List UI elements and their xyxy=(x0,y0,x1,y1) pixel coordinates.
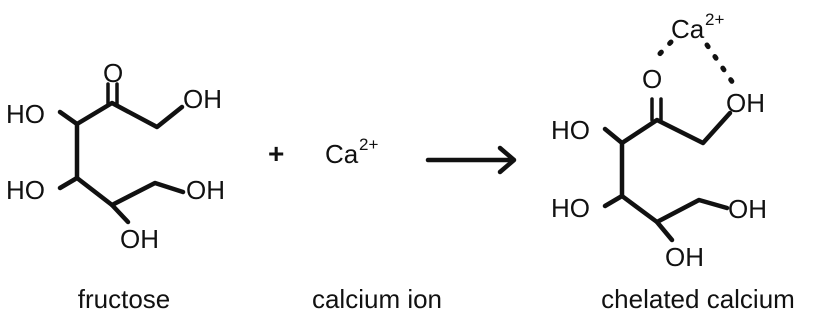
coordination-bond-carbonyl xyxy=(649,39,674,65)
fructose-carbonyl-oxygen: O xyxy=(103,58,123,88)
caption-chelated-calcium: chelated calcium xyxy=(601,284,795,314)
chelate-hydroxyl-c1: OH xyxy=(726,88,765,118)
fructose-lower-bonds xyxy=(57,175,186,208)
fructose-structure: O HO OH HO OH OH xyxy=(6,58,225,254)
fructose-c5-oh-bond xyxy=(109,202,131,225)
plus-sign: + xyxy=(268,138,284,169)
fructose-hydroxyl-c5: OH xyxy=(120,224,159,254)
chelate-calcium-symbol: Ca xyxy=(671,14,705,44)
calcium-ion: Ca 2+ xyxy=(325,135,378,169)
chelate-hydroxyl-c3: HO xyxy=(551,115,590,145)
fructose-backbone-bonds xyxy=(57,100,185,130)
chelate-hydroxyl-c5: OH xyxy=(665,242,704,272)
coordination-bond-hydroxyl xyxy=(704,42,736,86)
calcium-ion-charge: 2+ xyxy=(359,135,378,154)
fructose-hydroxyl-c4: HO xyxy=(6,175,45,205)
caption-fructose: fructose xyxy=(78,284,171,314)
caption-calcium-ion: calcium ion xyxy=(312,284,442,314)
chelate-calcium-charge: 2+ xyxy=(705,10,724,29)
chelate-carbonyl-oxygen: O xyxy=(642,64,662,94)
arrow-head xyxy=(497,145,517,175)
chelate-lower-bonds xyxy=(602,193,730,225)
chelate-hydroxyl-c4: HO xyxy=(551,193,590,223)
fructose-hydroxyl-c3: HO xyxy=(6,99,45,129)
chelate-backbone-bonds xyxy=(602,110,733,146)
fructose-hydroxyl-c1: OH xyxy=(183,84,222,114)
calcium-ion-symbol: Ca xyxy=(325,139,359,169)
fructose-hydroxyl-c6: OH xyxy=(186,175,225,205)
chelate-hydroxyl-c6: OH xyxy=(728,194,767,224)
chelated-calcium-structure: Ca 2+ O OH HO HO OH OH xyxy=(551,10,767,272)
chelate-c5-oh-bond xyxy=(654,219,675,243)
reaction-arrow xyxy=(425,145,517,175)
